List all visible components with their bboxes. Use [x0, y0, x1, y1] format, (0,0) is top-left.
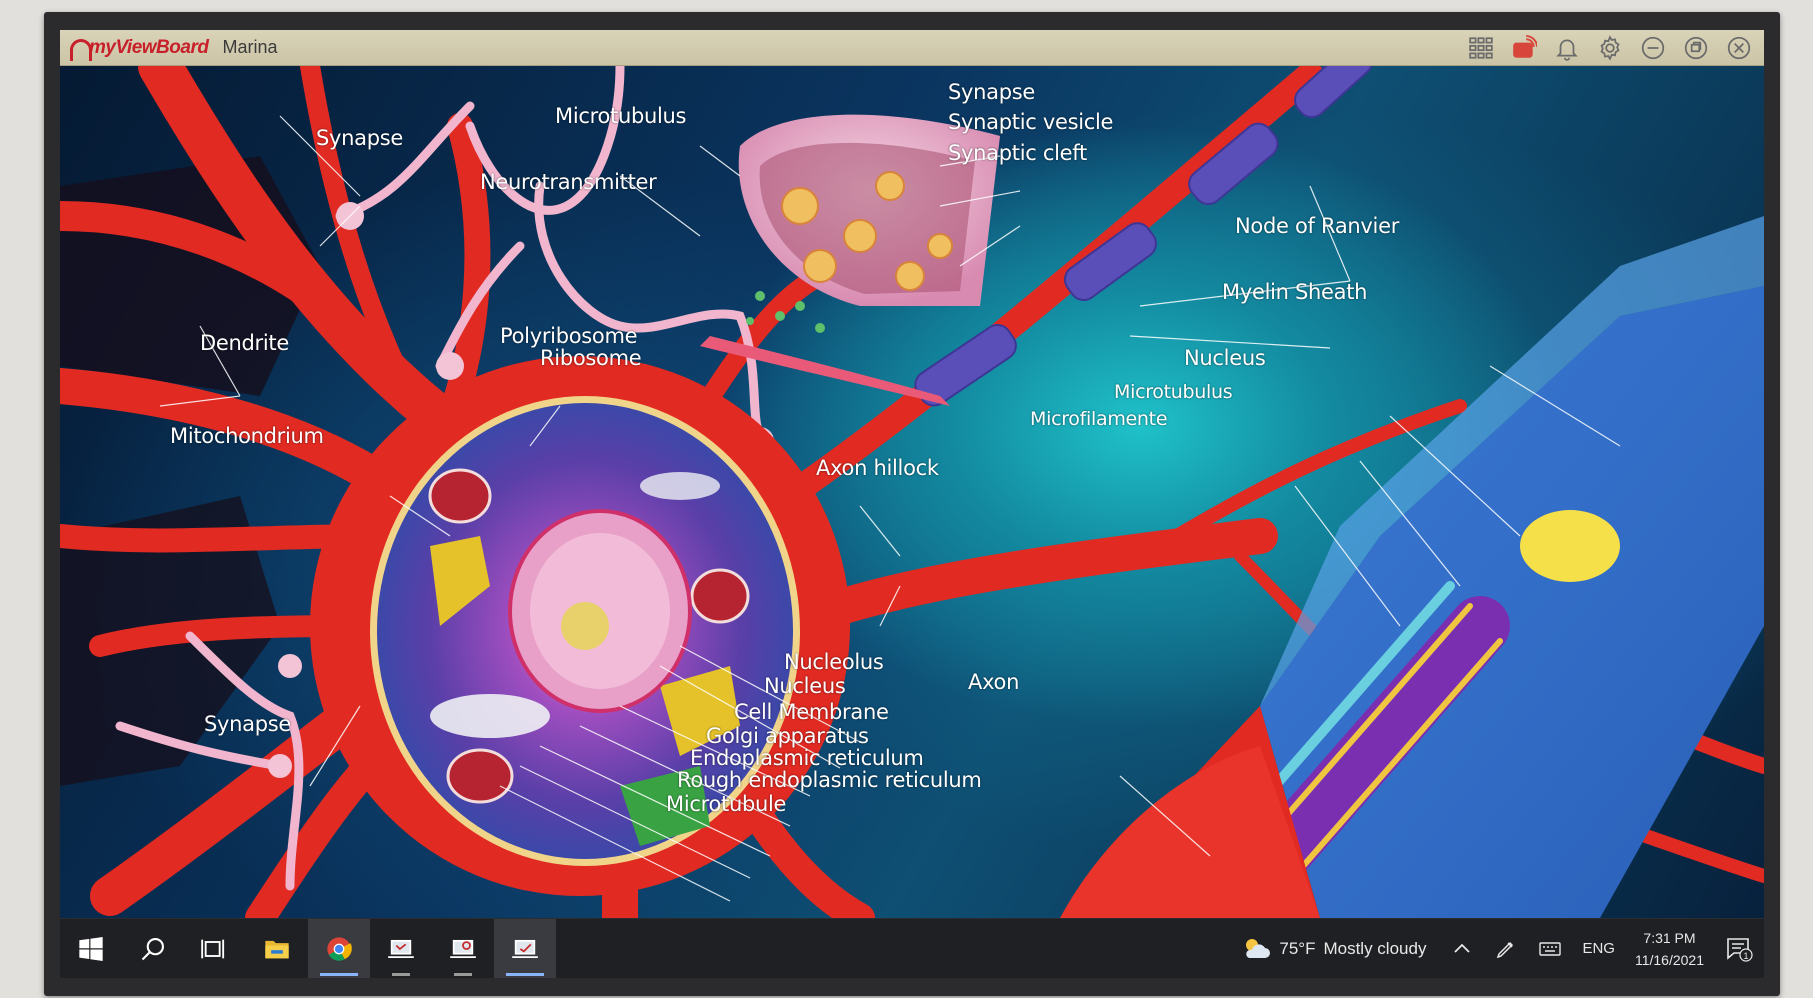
- taskbar-apps: [60, 919, 556, 978]
- system-tray: 75°F Mostly cloudy ENG 7:31 PM 11/16/202…: [1227, 919, 1764, 978]
- label-synapse-top-left: Synapse: [316, 126, 403, 150]
- label-microtubulus-top: Microtubulus: [555, 104, 686, 128]
- cloudy-weather-icon: [1241, 936, 1271, 962]
- task-view-icon[interactable]: [184, 919, 246, 978]
- label-cell-membrane: Cell Membrane: [734, 700, 889, 724]
- app-logo[interactable]: myViewBoard: [70, 35, 208, 61]
- label-synapse-bottom-left: Synapse: [204, 712, 291, 736]
- title-bar-controls: [1466, 33, 1754, 63]
- label-node-of-ranvier: Node of Ranvier: [1235, 214, 1399, 238]
- system-clock[interactable]: 7:31 PM 11/16/2021: [1625, 927, 1714, 971]
- windows-taskbar: 75°F Mostly cloudy ENG 7:31 PM 11/16/202…: [60, 918, 1764, 978]
- label-axon: Axon: [968, 670, 1019, 694]
- label-synapse-top-right: Synapse: [948, 80, 1035, 104]
- label-nucleus-right: Nucleus: [1184, 346, 1265, 370]
- label-dendrite: Dendrite: [200, 331, 289, 355]
- label-microfilamente: Microfilamente: [1030, 408, 1167, 430]
- label-synaptic-cleft: Synaptic cleft: [948, 141, 1087, 165]
- minimize-icon[interactable]: [1638, 33, 1668, 63]
- windows-start-icon[interactable]: [60, 919, 122, 978]
- grid-icon[interactable]: [1466, 33, 1496, 63]
- clock-date: 11/16/2021: [1635, 949, 1704, 971]
- label-nucleus-cell: Nucleus: [764, 674, 845, 698]
- keyboard-icon[interactable]: [1528, 919, 1572, 978]
- label-polyribosome: Polyribosome: [500, 324, 637, 348]
- notification-count: 1: [1743, 951, 1748, 961]
- label-myelin-sheath: Myelin Sheath: [1222, 280, 1367, 304]
- clock-time: 7:31 PM: [1635, 927, 1704, 949]
- weather-widget[interactable]: 75°F Mostly cloudy: [1227, 936, 1440, 962]
- close-icon[interactable]: [1724, 33, 1754, 63]
- pen-icon[interactable]: [1484, 919, 1528, 978]
- app-icon-2[interactable]: [432, 919, 494, 978]
- chevron-up-icon[interactable]: [1440, 919, 1484, 978]
- weather-temp: 75°F: [1279, 939, 1315, 959]
- file-explorer-icon[interactable]: [246, 919, 308, 978]
- app-title-bar: myViewBoard Marina: [60, 30, 1764, 66]
- cast-icon[interactable]: [1509, 33, 1539, 63]
- weather-desc: Mostly cloudy: [1323, 939, 1426, 959]
- label-neurotransmitter: Neurotransmitter: [480, 170, 656, 194]
- screen: myViewBoard Marina: [60, 30, 1764, 978]
- gear-icon[interactable]: [1595, 33, 1625, 63]
- whiteboard-canvas[interactable]: Synapse Microtubulus Neurotransmitter Sy…: [60, 66, 1764, 918]
- app-name: myViewBoard: [89, 37, 208, 59]
- bell-icon[interactable]: [1552, 33, 1582, 63]
- restore-icon[interactable]: [1681, 33, 1711, 63]
- label-nucleolus: Nucleolus: [784, 650, 884, 674]
- notification-center-icon[interactable]: 1: [1714, 935, 1764, 963]
- label-golgi-apparatus: Golgi apparatus: [706, 724, 869, 748]
- chrome-icon[interactable]: [308, 919, 370, 978]
- label-endoplasmic-reticulum: Endoplasmic reticulum: [690, 746, 924, 770]
- label-ribosome: Ribosome: [540, 346, 641, 370]
- label-mitochondrium: Mitochondrium: [170, 424, 324, 448]
- label-microtubule: Microtubule: [666, 792, 786, 816]
- app-icon-3[interactable]: [494, 919, 556, 978]
- language-indicator[interactable]: ENG: [1572, 940, 1625, 957]
- label-rough-er: Rough endoplasmic reticulum: [677, 768, 982, 792]
- label-microtubulus-right: Microtubulus: [1114, 381, 1232, 403]
- label-synaptic-vesicle: Synaptic vesicle: [948, 110, 1113, 134]
- user-name[interactable]: Marina: [222, 37, 277, 58]
- app-icon-1[interactable]: [370, 919, 432, 978]
- monitor-bezel: myViewBoard Marina: [44, 12, 1780, 996]
- label-axon-hillock: Axon hillock: [816, 456, 939, 480]
- search-icon[interactable]: [122, 919, 184, 978]
